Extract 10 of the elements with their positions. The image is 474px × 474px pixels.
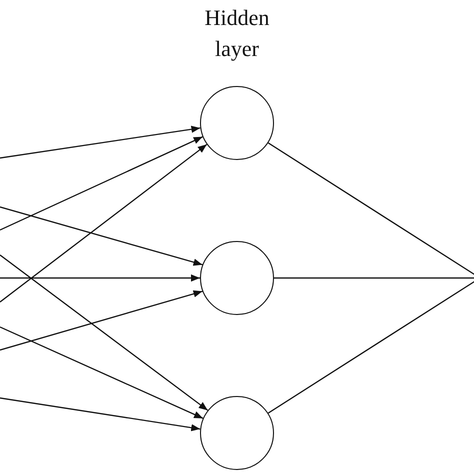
arrow xyxy=(0,126,200,159)
arrow xyxy=(0,144,208,302)
arrow xyxy=(0,136,203,231)
arrow xyxy=(0,254,208,411)
arrow xyxy=(0,326,204,419)
layer-heading: Hidden layer xyxy=(204,4,270,63)
arrow xyxy=(0,397,200,432)
arrow xyxy=(0,274,200,282)
arrow xyxy=(0,206,203,266)
arrow xyxy=(0,290,203,351)
